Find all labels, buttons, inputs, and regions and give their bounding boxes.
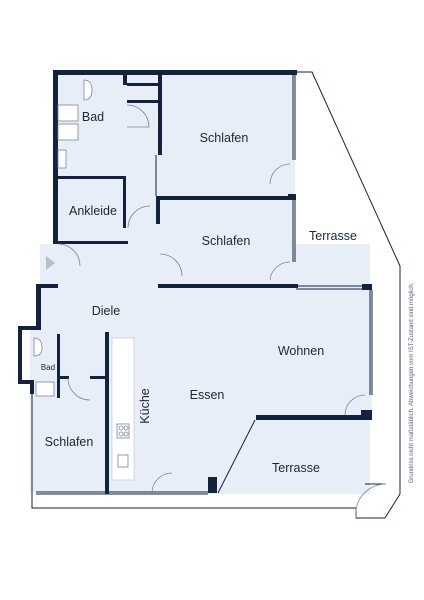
room-label-terrasse-bottom: Terrasse — [272, 461, 320, 475]
disclaimer-text: Grundriss nicht maßstäblich. Abweichunge… — [409, 282, 415, 483]
terrace-outline — [31, 71, 401, 519]
doors — [57, 104, 387, 519]
room-label-bad-small: Bad — [41, 363, 55, 372]
kitchen-counter — [111, 337, 135, 481]
entrance-arrow-icon — [46, 256, 55, 270]
room-label-wohnen: Wohnen — [278, 344, 324, 358]
room-label-schlafen-middle: Schlafen — [202, 234, 251, 248]
room-label-kueche: Küche — [138, 388, 152, 423]
room-label-ankleide: Ankleide — [69, 204, 117, 218]
walls — [18, 70, 372, 494]
room-label-bad-top: Bad — [82, 110, 104, 124]
room-label-essen: Essen — [190, 388, 225, 402]
room-label-schlafen-bottom: Schlafen — [45, 435, 94, 449]
room-label-terrasse-right: Terrasse — [309, 229, 357, 243]
bathroom-fixtures — [33, 79, 93, 397]
room-label-schlafen-top: Schlafen — [200, 131, 249, 145]
room-label-diele: Diele — [92, 304, 121, 318]
